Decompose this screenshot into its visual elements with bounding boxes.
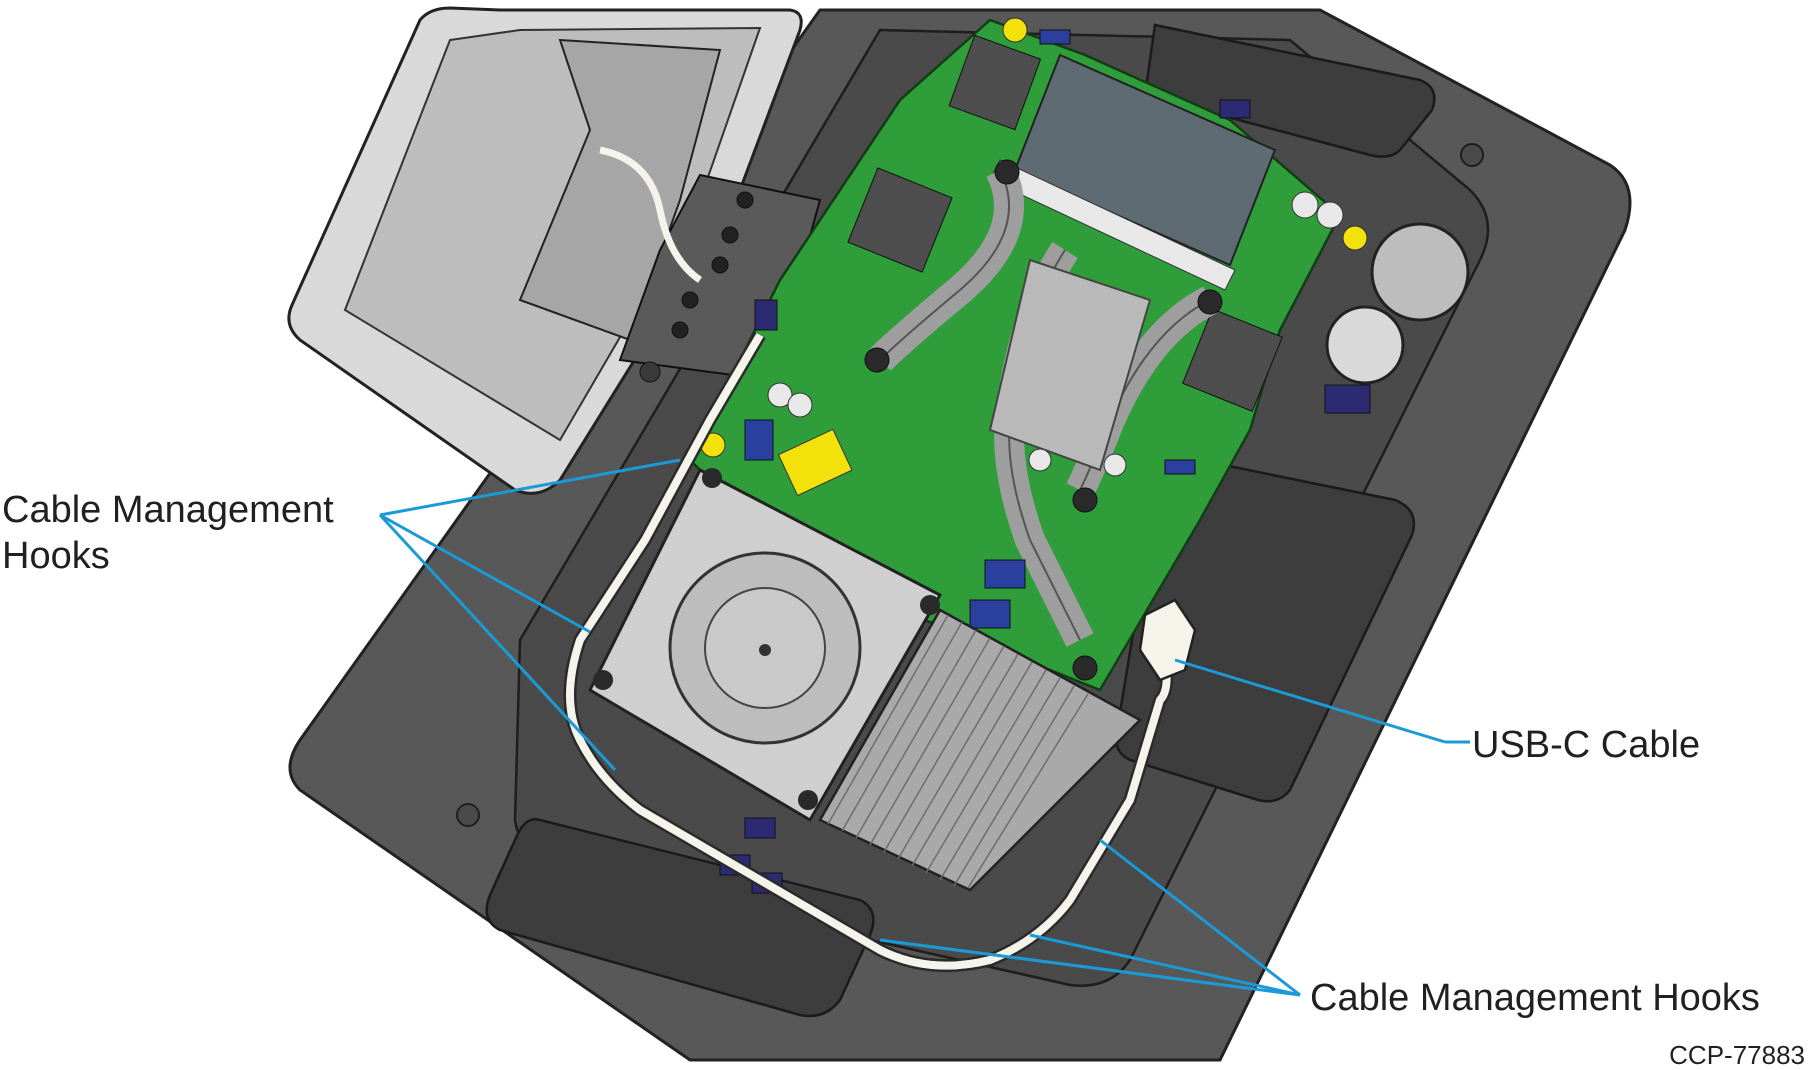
speaker [1325, 222, 1470, 385]
leader-lines [378, 458, 1470, 997]
usb-c-connector [1138, 598, 1197, 682]
leader-left-hooks [378, 513, 617, 772]
chip [847, 167, 953, 273]
sata-connector [777, 428, 853, 497]
speaker-body [1370, 222, 1470, 322]
usb-c-cable [563, 331, 1197, 973]
memory-slot [989, 159, 1236, 291]
fin-heatsink [818, 608, 1143, 892]
blue-connectors [744, 29, 1196, 629]
leader-left-hooks [379, 513, 591, 634]
leader-usbc [1174, 658, 1446, 744]
leader-bottom-hooks [1029, 933, 1301, 997]
leader-bottom-hooks [879, 938, 1301, 997]
housing-top-pad [1143, 23, 1436, 158]
callout-usbc-cable: USB-C Cable [1472, 724, 1700, 766]
callout-left-hooks-line2: Hooks [2, 535, 110, 577]
cable-core [566, 332, 1171, 970]
chip [948, 34, 1042, 131]
fin-lines [827, 614, 1089, 889]
leader-left-hooks [379, 458, 681, 517]
housing-bottom-pad [485, 817, 875, 1018]
housing-screw-hole [1460, 143, 1484, 167]
speaker-body [1325, 305, 1405, 385]
figure-id: CCP-77883 [1669, 1040, 1805, 1070]
fan-screws [593, 468, 940, 810]
fan-module [588, 467, 943, 823]
housing-screw-hole [456, 803, 480, 827]
motherboard [688, 17, 1368, 692]
callout-bottom-hooks: Cable Management Hooks [1310, 977, 1760, 1019]
hinge-screws [639, 191, 754, 383]
heatsink-center [988, 258, 1152, 472]
board-screws [864, 159, 1223, 681]
standoff-yellow [1002, 17, 1028, 43]
stand-cable [599, 146, 703, 283]
stand-hinge [287, 6, 822, 495]
leader-bottom-hooks [1099, 838, 1301, 997]
chip [1182, 308, 1283, 412]
standoff-yellow [1342, 225, 1368, 251]
fan-hub [759, 644, 771, 656]
capacitors [767, 191, 1344, 477]
memory-module [1013, 53, 1277, 267]
callout-left-hooks-line1: Cable Management [2, 489, 334, 531]
